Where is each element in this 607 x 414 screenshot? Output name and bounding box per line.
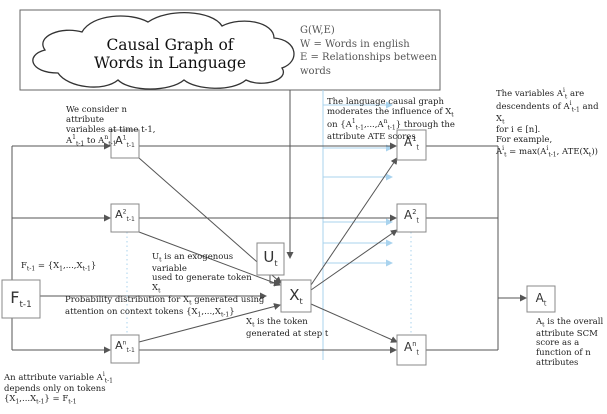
node-box-an-prev bbox=[110, 334, 140, 364]
node-u: Ut bbox=[263, 248, 278, 268]
node-an-prev: Ant-1 bbox=[115, 339, 135, 355]
node-a-total: At bbox=[535, 291, 547, 308]
node-box-a-total bbox=[526, 285, 556, 313]
node-a2-prev: A2t-1 bbox=[115, 208, 135, 224]
graph-def-e: E = Relationships between words bbox=[300, 52, 437, 77]
cloud-shape bbox=[32, 12, 295, 90]
node-x: Xt bbox=[289, 286, 303, 306]
node-box-a2-prev bbox=[110, 203, 140, 233]
node-box-f-prev bbox=[1, 279, 41, 319]
node-a1-prev: A1t-1 bbox=[115, 134, 135, 150]
annotation-descendents: The variables Ait are descendents of Ait… bbox=[496, 87, 599, 159]
graph-def-g: G(W,E) bbox=[300, 25, 335, 36]
cloud-title: Causal Graph of Words in Language bbox=[80, 36, 260, 73]
node-box-u bbox=[256, 242, 285, 276]
node-box-a1-prev bbox=[110, 129, 140, 159]
annotation-token: Xt is the token generated at step t bbox=[246, 317, 329, 339]
node-box-x bbox=[280, 279, 312, 313]
graph-def-w: W = Words in english bbox=[300, 38, 410, 50]
annotation-f-definition: Ft-1 = {X1,...,Xt-1} bbox=[21, 261, 97, 273]
node-an: Ant bbox=[404, 340, 419, 357]
annotation-overall-score: At is the overall attribute SCM score as… bbox=[536, 317, 604, 368]
graph-definitions: G(W,E) W = Words in english E = Relation… bbox=[300, 24, 438, 78]
node-box-an bbox=[396, 334, 427, 366]
node-box-a2 bbox=[396, 203, 427, 233]
node-box-a1 bbox=[396, 129, 427, 161]
cloud-title-line1: Causal Graph of bbox=[106, 36, 234, 54]
node-f-prev: Ft-1 bbox=[10, 288, 32, 311]
annotation-consider: We consider n attribute variables at tim… bbox=[66, 105, 156, 148]
node-a2: A2t bbox=[403, 208, 419, 225]
annotation-moderates: The language causal graph moderates the … bbox=[327, 97, 455, 142]
annotation-attribute-depends: An attribute variable Ait-1 depends only… bbox=[4, 371, 113, 406]
cloud-title-line2: Words in Language bbox=[93, 53, 247, 72]
annotation-probability: Probability distribution for Xt generate… bbox=[65, 295, 265, 319]
node-a1: A1t bbox=[403, 135, 419, 152]
annotation-exogenous: Ut is an exogenous variable used to gene… bbox=[152, 252, 252, 295]
